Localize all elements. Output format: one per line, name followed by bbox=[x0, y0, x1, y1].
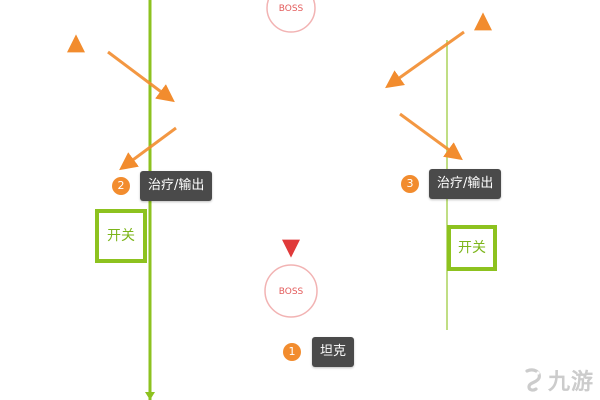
left-orange-arrow-diagonal-back bbox=[119, 126, 177, 171]
boss-top-label: BOSS bbox=[279, 4, 304, 14]
marker-2-badge: 2 bbox=[112, 177, 130, 195]
right-switch-label: 开关 bbox=[458, 240, 486, 256]
marker-1-label: 坦克 bbox=[312, 337, 355, 367]
boss-bottom-marker: BOSS bbox=[264, 264, 318, 318]
marker-2-label: 治疗/输出 bbox=[140, 171, 213, 201]
left-switch: 开关 bbox=[95, 209, 147, 263]
boss-bottom-label: BOSS bbox=[279, 287, 304, 297]
boss-bottom-ring bbox=[264, 264, 318, 318]
marker-3-badge: 3 bbox=[401, 175, 419, 193]
jiuyou-logo-icon bbox=[525, 368, 541, 392]
right-orange-arrow-diagonal-down bbox=[399, 112, 463, 161]
watermark: 九游 bbox=[520, 364, 594, 396]
watermark-text: 九游 bbox=[547, 370, 594, 395]
left-switch-label: 开关 bbox=[107, 228, 135, 244]
boss-top-ring bbox=[266, 0, 316, 33]
marker-3-label: 治疗/输出 bbox=[429, 169, 502, 199]
left-green-arrowhead bbox=[145, 392, 155, 400]
marker-1-badge: 1 bbox=[283, 343, 301, 361]
boss-top-marker: BOSS bbox=[266, 0, 316, 33]
left-orange-arrow-diagonal-down bbox=[107, 50, 175, 103]
right-orange-arrow-diagonal-left bbox=[385, 30, 465, 89]
right-switch: 开关 bbox=[447, 225, 497, 271]
